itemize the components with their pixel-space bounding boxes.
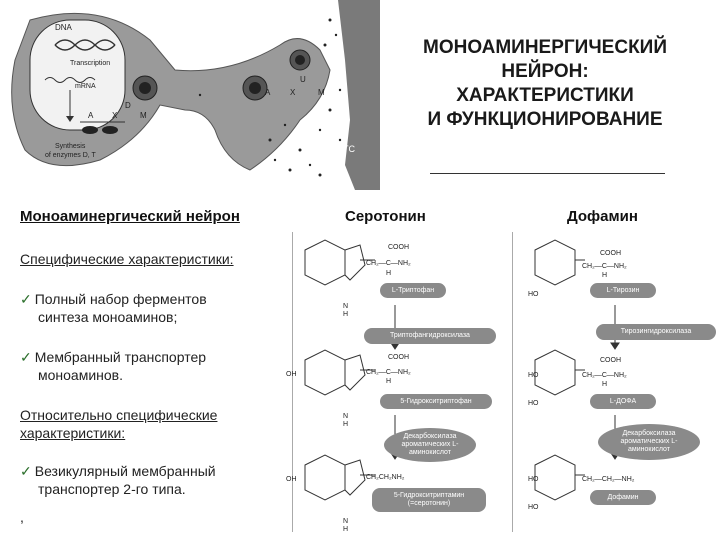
dopamine-enzyme-1-pill: Тирозингидроксилаза bbox=[596, 324, 716, 340]
serotonin-step-2-pill: 5-Гидрокситриптофан bbox=[380, 394, 492, 409]
mrna-label: mRNA bbox=[75, 83, 96, 90]
nucleus bbox=[29, 19, 126, 131]
h-label: H bbox=[386, 270, 392, 277]
check-icon: ✓ bbox=[20, 463, 32, 479]
letter-m-1: M bbox=[140, 111, 147, 120]
feature-item-1-line-2: синтеза моноаминов; bbox=[38, 309, 178, 325]
side-chain-label: CH₂—C—NH₂ bbox=[582, 263, 627, 270]
amine-dopamine-label: CH₂—CH₂—NH₂ bbox=[582, 476, 635, 483]
title-line-1: МОНОАМИНЕРГИЧЕСКИЙ bbox=[423, 37, 667, 58]
letter-x-2: X bbox=[290, 88, 296, 97]
synaptic-panel bbox=[338, 0, 380, 190]
dopamine-heading: Дофамин bbox=[567, 208, 638, 225]
indole-serotonin bbox=[304, 454, 375, 501]
synthesis-label-2: of enzymes D, T bbox=[45, 152, 97, 159]
feature-item-2-line-2: моноаминов. bbox=[38, 367, 124, 383]
cooh-label: COOH bbox=[600, 250, 621, 257]
ho-label: HO bbox=[528, 504, 539, 511]
letter-a-1: A bbox=[88, 111, 94, 120]
benzene-tyrosine bbox=[534, 239, 585, 286]
h-label: H bbox=[343, 526, 349, 533]
n-label: N bbox=[343, 303, 349, 310]
side-chain-label: CH₂—C—NH₂ bbox=[582, 372, 627, 379]
oh-label: OH bbox=[286, 476, 297, 483]
divider-right bbox=[512, 232, 513, 532]
cooh-label: COOH bbox=[388, 354, 409, 361]
serotonin-enzyme-1-pill: Триптофангидроксилаза bbox=[364, 328, 496, 344]
amine-serotonin-label: CH₂CH₂NH₂ bbox=[366, 474, 405, 481]
ho-label: HO bbox=[528, 476, 539, 483]
divider-left bbox=[292, 232, 293, 532]
h-label: H bbox=[386, 378, 392, 385]
h-label: H bbox=[602, 272, 608, 279]
dopamine-step-1-pill: L-Тирозин bbox=[590, 283, 656, 298]
letter-m-2: M bbox=[318, 88, 325, 97]
h-label: H bbox=[343, 311, 349, 318]
cooh-label: COOH bbox=[388, 244, 409, 251]
feature-item-1: ✓Полный набор ферментов bbox=[20, 290, 207, 308]
relative-heading-line-1: Относительно специфические bbox=[20, 407, 218, 423]
trailing-mark: , bbox=[20, 509, 24, 525]
neuron-illustration: DNA Transcription mRNA Synthesis of enzy… bbox=[0, 0, 380, 192]
oh-label: OH bbox=[286, 371, 297, 378]
indole-tryptophan bbox=[304, 239, 375, 286]
feature-item-1-line-1: Полный набор ферментов bbox=[34, 291, 207, 307]
check-icon: ✓ bbox=[20, 291, 32, 307]
side-chain-label: CH₂—C—NH₂ bbox=[366, 260, 411, 267]
slide-title: МОНОАМИНЕРГИЧЕСКИЙ НЕЙРОН: ХАРАКТЕРИСТИК… bbox=[385, 36, 705, 132]
check-icon: ✓ bbox=[20, 349, 32, 365]
indole-hydroxytryptophan bbox=[304, 349, 375, 396]
title-line-2: НЕЙРОН: bbox=[501, 61, 589, 82]
feature-item-2-line-1: Мембранный транспортер bbox=[34, 349, 207, 365]
benzene-dopa bbox=[534, 349, 585, 396]
letter-x-1: X bbox=[112, 111, 118, 120]
synthesis-label-1: Synthesis bbox=[55, 143, 86, 150]
tc-label: TC bbox=[343, 144, 355, 154]
relative-heading-line-2: характеристики: bbox=[20, 424, 125, 442]
feature-item-3: ✓Везикулярный мембранный bbox=[20, 462, 216, 480]
title-line-3: ХАРАКТЕРИСТИКИ bbox=[456, 85, 634, 106]
ho-label: HO bbox=[528, 291, 539, 298]
dopamine-step-3-pill: Дофамин bbox=[590, 490, 656, 505]
benzene-dopamine bbox=[534, 454, 585, 501]
n-label: N bbox=[343, 518, 349, 525]
letter-u: U bbox=[300, 75, 306, 84]
side-chain-label: CH₂—C—NH₂ bbox=[366, 369, 411, 376]
letter-d: D bbox=[125, 101, 131, 110]
serotonin-heading: Серотонин bbox=[345, 208, 426, 225]
h-label: H bbox=[602, 381, 608, 388]
feature-item-3-line-1: Везикулярный мембранный bbox=[34, 463, 216, 479]
title-underline bbox=[430, 173, 665, 174]
ho-label: HO bbox=[528, 372, 539, 379]
letter-a-2: A bbox=[265, 88, 271, 97]
h-label: H bbox=[343, 421, 349, 428]
dopamine-step-2-pill: L-ДОФА bbox=[590, 394, 656, 409]
dna-label: DNA bbox=[55, 23, 73, 32]
transcription-label: Transcription bbox=[70, 60, 110, 67]
dopamine-enzyme-2-pill: Декарбоксилаза ароматических L-аминокисл… bbox=[598, 424, 700, 460]
serotonin-step-3-pill: 5-Гидрокситриптамин (=серотонин) bbox=[372, 488, 486, 512]
ho-label: HO bbox=[528, 400, 539, 407]
feature-item-3-line-2: транспортер 2-го типа. bbox=[38, 481, 186, 497]
n-label: N bbox=[343, 413, 349, 420]
cooh-label: COOH bbox=[600, 357, 621, 364]
neuron-heading: Моноаминергический нейрон bbox=[20, 208, 240, 225]
title-line-4: И ФУНКЦИОНИРОВАНИЕ bbox=[427, 109, 663, 130]
specific-heading: Специфические характеристики: bbox=[20, 251, 234, 267]
feature-item-2: ✓Мембранный транспортер bbox=[20, 348, 206, 366]
serotonin-step-1-pill: L-Триптофан bbox=[380, 283, 446, 298]
serotonin-enzyme-2-pill: Декарбоксилаза ароматических L-аминокисл… bbox=[384, 428, 476, 462]
relative-heading-line-2-text: характеристики: bbox=[20, 425, 126, 441]
